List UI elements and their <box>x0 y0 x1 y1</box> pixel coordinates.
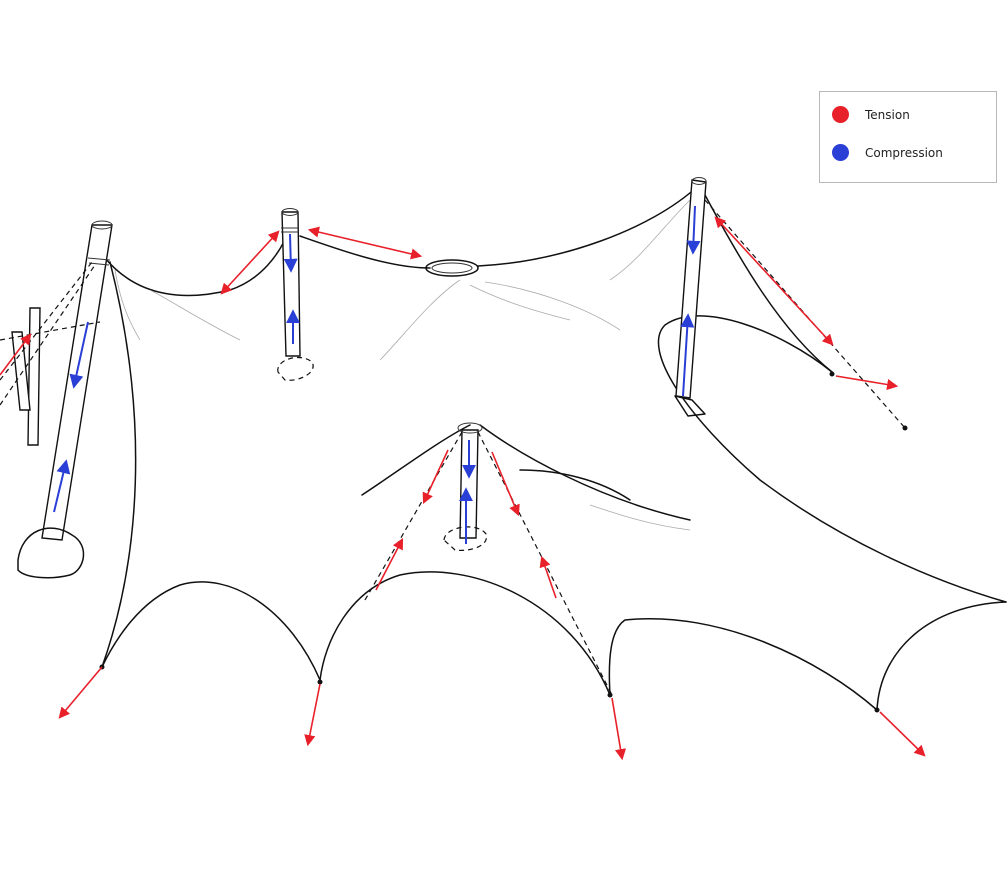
legend-item-tension: Tension <box>832 106 910 123</box>
tension-arrow <box>60 667 102 717</box>
center-mast <box>365 423 612 695</box>
tension-arrow <box>310 230 420 256</box>
membrane-outline <box>102 186 1006 710</box>
tension-arrow <box>424 450 448 502</box>
compression-arrow <box>290 234 291 270</box>
tension-arrow <box>716 218 832 344</box>
tension-arrow <box>492 452 518 514</box>
membrane-shading <box>115 200 690 530</box>
legend-label: Tension <box>865 108 910 122</box>
legend-item-compression: Compression <box>832 144 943 161</box>
corner-anchors <box>100 665 880 713</box>
tension-swatch-icon <box>832 106 849 123</box>
right-mast <box>675 178 908 431</box>
tension-arrow <box>376 540 402 590</box>
legend: Tension Compression <box>819 91 997 183</box>
left-mast <box>0 221 112 578</box>
tension-ring <box>426 260 478 276</box>
tension-arrow <box>542 558 556 598</box>
compression-swatch-icon <box>832 144 849 161</box>
rear-left-mast <box>278 209 313 381</box>
legend-label: Compression <box>865 146 943 160</box>
tension-arrow <box>612 698 622 758</box>
tension-arrow <box>880 712 924 755</box>
compression-arrows <box>54 206 695 544</box>
tension-arrow <box>836 376 896 386</box>
tension-arrow <box>308 684 320 744</box>
